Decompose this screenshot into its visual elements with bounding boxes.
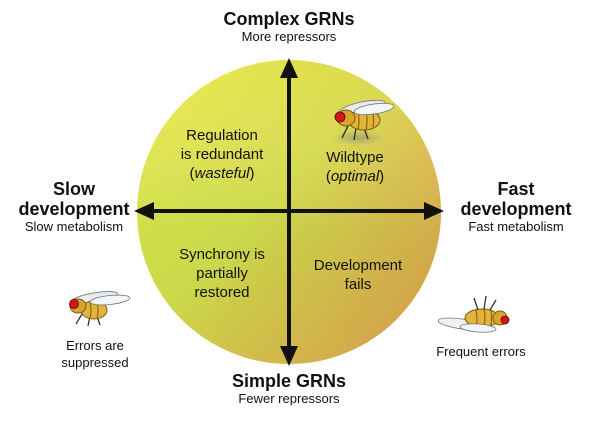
- quadrant-top-left-text: Regulation is redundant (wasteful): [162, 126, 282, 183]
- quadrant-bottom-left-line3: restored: [194, 284, 250, 301]
- bottom-axis-subtitle: Fewer repressors: [238, 391, 340, 406]
- quadrant-bottom-left-text: Synchrony is partially restored: [162, 245, 282, 302]
- paren-close: ): [379, 168, 385, 185]
- quadrant-top-right-text: Wildtype (optimal): [300, 148, 410, 186]
- right-axis-subtitle: Fast metabolism: [468, 219, 564, 234]
- quadrant-top-right-italic: optimal: [330, 168, 380, 185]
- right-axis-title-line1: Fast: [497, 179, 535, 199]
- left-fly-caption: Errors are suppressed: [40, 337, 150, 371]
- top-axis-label: Complex GRNs More repressors: [189, 9, 389, 44]
- quadrant-top-left-line3: (wasteful): [162, 164, 282, 183]
- quadrant-top-right-line1: Wildtype: [326, 149, 384, 166]
- quadrant-bottom-right-text: Development fails: [298, 256, 418, 294]
- quadrant-top-left-line2: is redundant: [180, 146, 264, 163]
- bottom-axis-title: Simple GRNs: [231, 371, 347, 391]
- paren-open: (: [189, 165, 195, 182]
- paren-open: (: [325, 168, 331, 185]
- left-axis-label: Slow development Slow metabolism: [4, 179, 144, 234]
- quadrant-bottom-left-line1: Synchrony is: [179, 246, 265, 263]
- quadrant-bottom-right-line1: Development: [313, 257, 403, 274]
- top-axis-subtitle: More repressors: [241, 29, 337, 44]
- left-axis-title-line2: development: [18, 199, 130, 219]
- quadrant-bottom-left-line2: partially: [196, 265, 248, 282]
- right-fly-caption: Frequent errors: [418, 343, 544, 360]
- right-fly-caption-line1: Frequent errors: [436, 344, 526, 359]
- paren-close: ): [249, 165, 255, 182]
- left-axis-subtitle: Slow metabolism: [24, 219, 124, 234]
- fly-healthy-icon: [69, 291, 131, 327]
- top-axis-title: Complex GRNs: [223, 9, 355, 29]
- bottom-axis-label: Simple GRNs Fewer repressors: [189, 371, 389, 406]
- fly-wildtype-icon: [332, 99, 395, 146]
- quadrant-top-right-line2: (optimal): [300, 167, 410, 186]
- right-axis-label: Fast development Fast metabolism: [441, 179, 591, 234]
- fly-dead-icon: [437, 295, 510, 333]
- quadrant-top-left-italic: wasteful: [194, 165, 250, 182]
- horizontal-axis-arrow: [134, 202, 444, 220]
- right-axis-title-line2: development: [460, 199, 572, 219]
- left-axis-title-line1: Slow: [52, 179, 95, 199]
- quadrant-top-left-line1: Regulation: [186, 127, 258, 144]
- left-fly-caption-line2: suppressed: [61, 355, 129, 370]
- left-fly-caption-line1: Errors are: [66, 338, 124, 353]
- quadrant-bottom-right-line2: fails: [344, 276, 372, 293]
